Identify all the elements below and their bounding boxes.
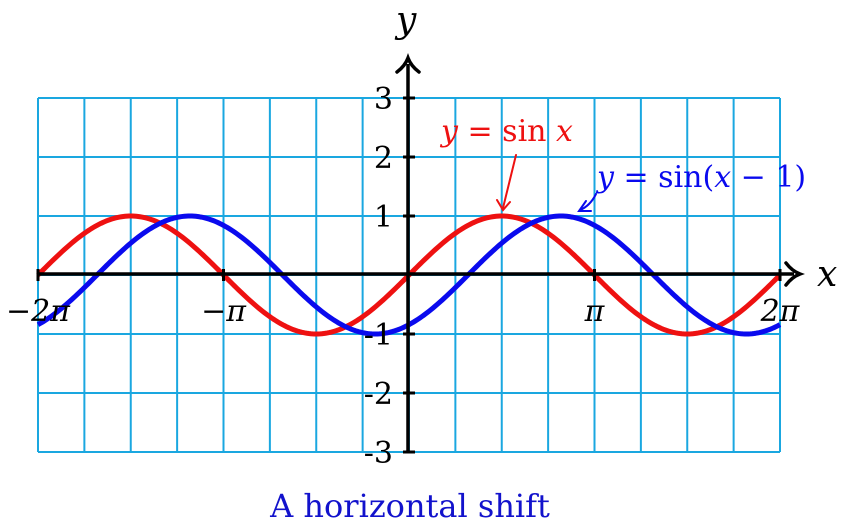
shift-label: y = sin(x − 1): [595, 160, 806, 195]
shift-label-prefix: y =: [595, 160, 658, 195]
sin-label-fn: sin: [502, 114, 546, 149]
y-tick-label: -3: [364, 436, 393, 471]
x-axis-label: x: [817, 254, 837, 295]
ticks: −2π −π π 2π 3 2 1 -1 -2 -3: [6, 82, 801, 471]
y-axis-arrowhead: [395, 53, 421, 74]
sin-label-space: [546, 114, 556, 149]
x-tick-label: −π: [201, 294, 247, 329]
y-tick-label: 1: [374, 200, 393, 235]
shift-label-rest: − 1): [731, 160, 806, 195]
sin-label-prefix: y =: [439, 114, 502, 149]
y-tick-label: 3: [374, 82, 393, 117]
y-tick-label: -1: [364, 318, 393, 353]
chart-title: A horizontal shift: [269, 487, 550, 521]
axes: [38, 53, 805, 452]
y-tick-label: 2: [374, 141, 393, 176]
shift-pointer-arrow: [577, 193, 597, 212]
y-axis-label: y: [394, 0, 417, 41]
x-axis-arrowhead: [784, 261, 805, 287]
x-tick-label: −2π: [6, 294, 71, 329]
sin-label: y = sin x: [439, 114, 573, 149]
y-tick-label: -2: [364, 377, 393, 412]
shift-label-fn: sin: [658, 160, 702, 195]
sin-label-var: x: [556, 114, 573, 149]
x-tick-label: π: [584, 294, 606, 329]
sin-pointer-arrow: [496, 154, 517, 212]
shift-label-var: x: [714, 160, 731, 195]
x-tick-label: 2π: [760, 294, 801, 329]
shift-label-open: (: [702, 160, 714, 195]
